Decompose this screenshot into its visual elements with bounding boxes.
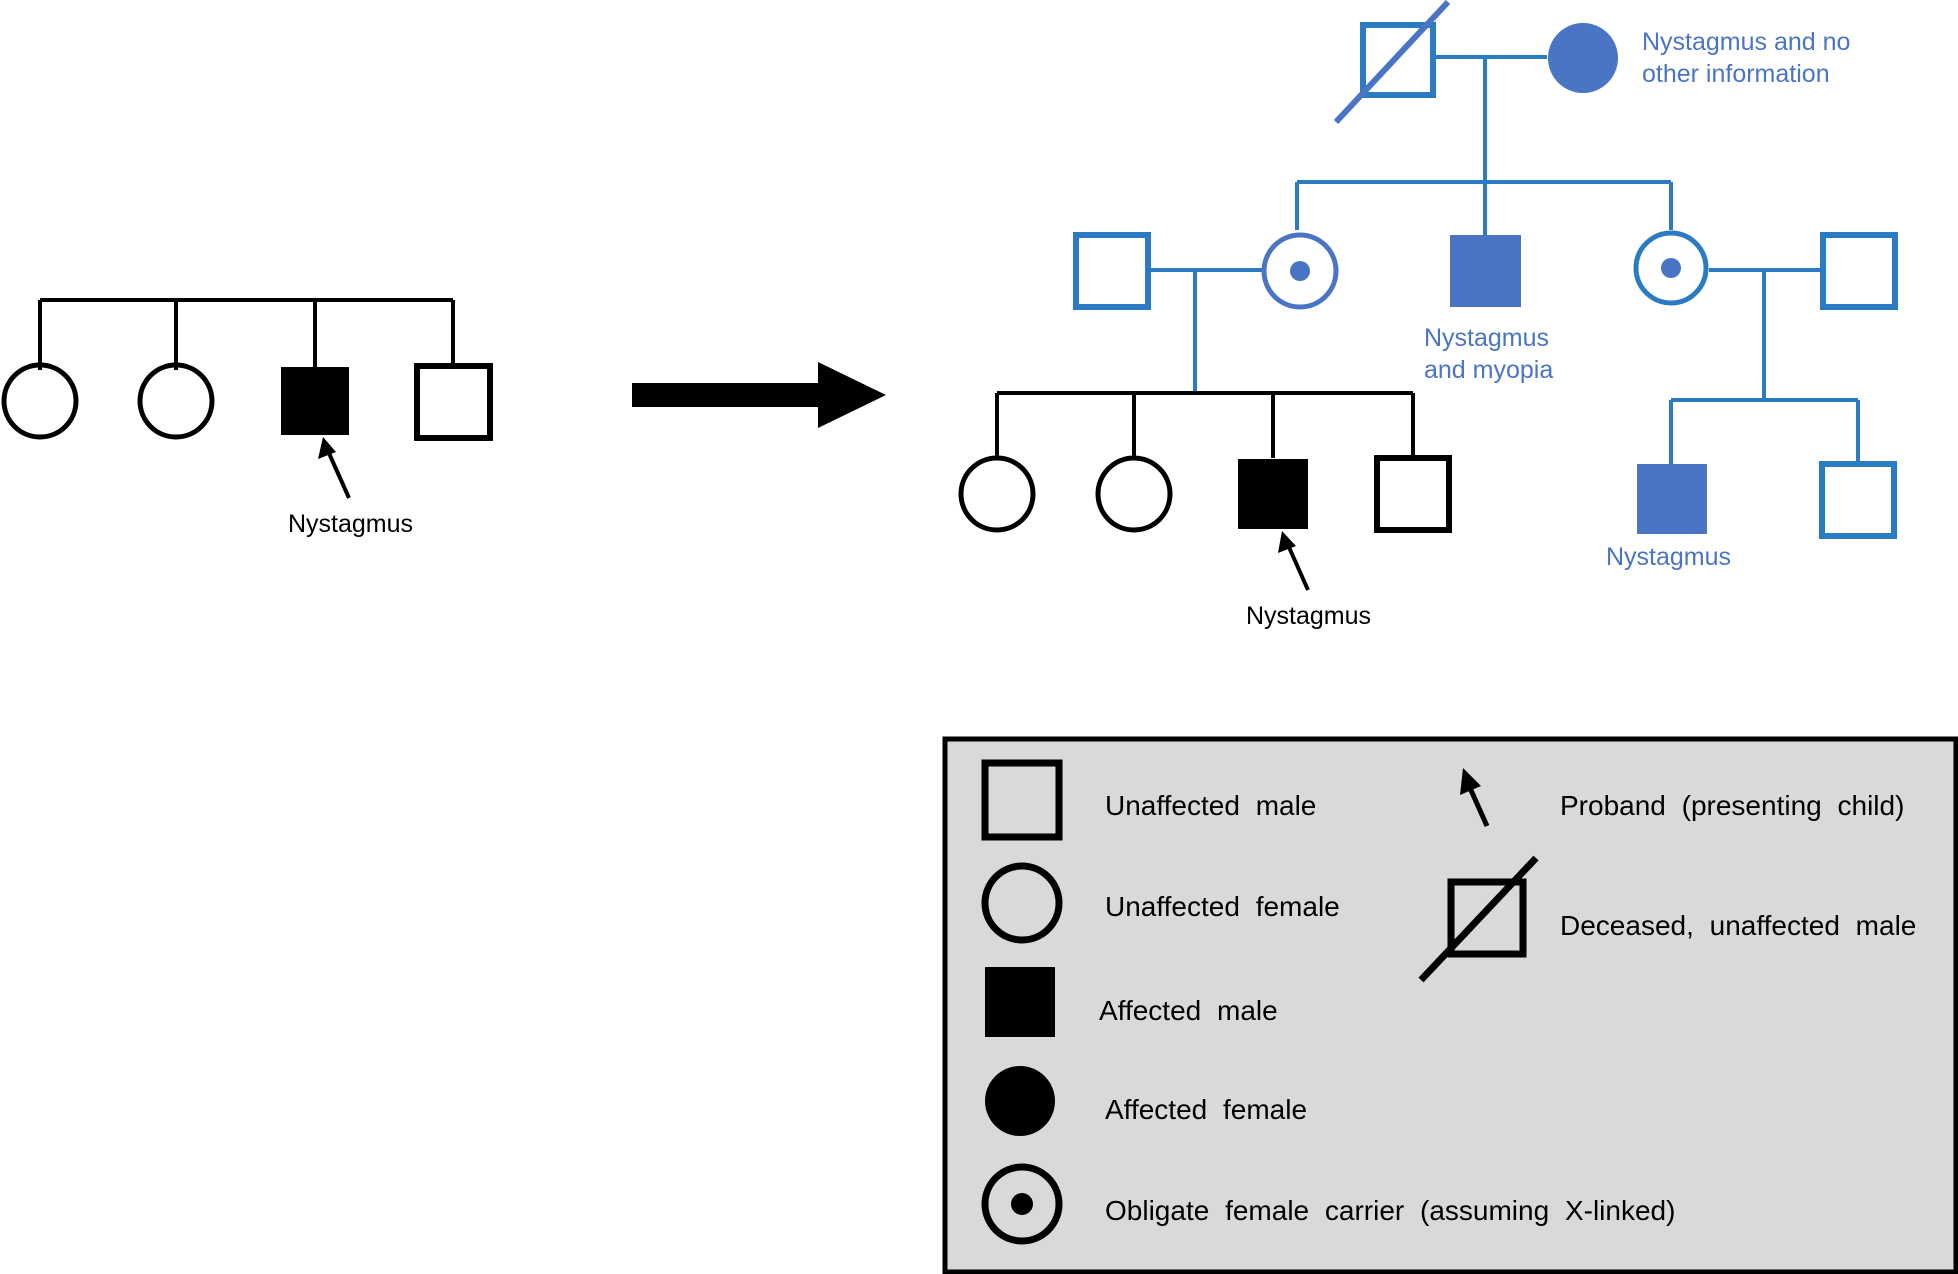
- arrow-up-left-icon: [1278, 531, 1310, 591]
- legend-proband-icon: [1460, 768, 1490, 828]
- legend-deceased-male-label: Deceased, unaffected male: [1560, 910, 1916, 941]
- legend-box: [942, 736, 1958, 1274]
- legend-unaffected-male-icon: [981, 759, 1063, 841]
- right-sibship: [958, 391, 1452, 591]
- cousin-male: [1819, 461, 1897, 539]
- deceased-slash: [1333, 0, 1451, 125]
- right-brother: [1374, 455, 1452, 533]
- grandmother-affected-female: [1548, 23, 1618, 93]
- left-sister-1: [1, 362, 79, 440]
- legend-unaffected-female-icon: [981, 862, 1063, 944]
- legend-affected-female-label: Affected female: [1105, 1094, 1307, 1125]
- legend-affected-male-icon: [985, 967, 1055, 1037]
- left-sister-2: [137, 362, 215, 440]
- left-proband-affected-male: [281, 367, 349, 435]
- uncle-label-line1: Nystagmus: [1424, 324, 1549, 352]
- grandfather-deceased-male: [1360, 22, 1436, 98]
- legend-unaffected-female-label: Unaffected female: [1105, 891, 1340, 922]
- legend-carrier-label: Obligate female carrier (assuming X-link…: [1105, 1195, 1675, 1226]
- aunt-husband-male: [1073, 232, 1151, 310]
- arrow-up-left-icon: [318, 437, 351, 499]
- left-brother: [414, 363, 493, 441]
- legend-carrier-icon: [981, 1163, 1063, 1245]
- uncle-in-law-male: [1820, 232, 1898, 310]
- legend-affected-female-icon: [985, 1066, 1055, 1136]
- uncle-affected-male: [1450, 235, 1521, 307]
- mother-carrier-dot: [1290, 261, 1310, 281]
- right-proband-affected-male: [1238, 459, 1308, 529]
- legend: Unaffected male Unaffected female Affect…: [942, 736, 1958, 1274]
- legend-deceased-male-icon: [1447, 878, 1527, 958]
- aunt-obligate-carrier: [1633, 230, 1709, 306]
- left-pedigree: [1, 298, 493, 499]
- legend-unaffected-male-label: Unaffected male: [1105, 790, 1316, 821]
- right-sister-2: [1095, 455, 1173, 533]
- right-proband-label: Nystagmus: [1246, 602, 1371, 630]
- cousin-affected-male: [1637, 464, 1707, 534]
- legend-carrier-dot: [1011, 1193, 1033, 1215]
- right-sister-1: [958, 455, 1036, 533]
- aunt-carrier-dot: [1661, 258, 1681, 278]
- blue-connectors: [1149, 55, 1860, 465]
- legend-affected-male-label: Affected male: [1099, 995, 1278, 1026]
- grandmother-label-line2: other information: [1642, 60, 1830, 88]
- legend-proband-label: Proband (presenting child): [1560, 790, 1904, 821]
- right-pedigree: [958, 0, 1898, 591]
- grandmother-label-line1: Nystagmus and no: [1642, 28, 1850, 56]
- uncle-label-line2: and myopia: [1424, 356, 1553, 384]
- legend-deceased-slash: [1418, 855, 1539, 983]
- mother-obligate-carrier: [1261, 232, 1339, 310]
- left-proband-label: Nystagmus: [288, 510, 413, 538]
- right-arrow-icon: [632, 362, 886, 428]
- cousin-label: Nystagmus: [1606, 543, 1731, 571]
